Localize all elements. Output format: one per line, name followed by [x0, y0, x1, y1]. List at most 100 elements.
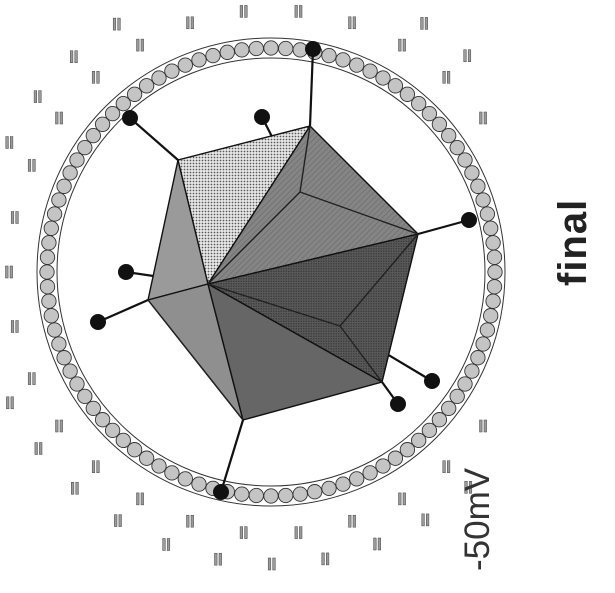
lipid-bead [235, 43, 249, 57]
lipid-bead [450, 389, 464, 403]
charge-mark [322, 553, 329, 565]
charge-mark [92, 461, 99, 473]
lipid-bead [308, 485, 322, 499]
lipid-bead [165, 466, 179, 480]
lipid-bead [487, 250, 501, 264]
lipid-bead [486, 236, 500, 250]
charge-mark [137, 493, 144, 505]
lipid-bead [322, 481, 336, 495]
lipid-bead [388, 451, 402, 465]
lipid-bead [57, 351, 71, 365]
ligand-head-icon [90, 314, 106, 330]
lipid-bead [165, 64, 179, 78]
lipid-bead [376, 71, 390, 85]
lipid-bead [279, 41, 293, 55]
lipid-bead [63, 364, 77, 378]
charge-mark [399, 39, 406, 51]
charge-mark [349, 17, 356, 29]
stage-label: final [551, 199, 596, 286]
lipid-bead [70, 153, 84, 167]
ligand-head-icon [424, 373, 440, 389]
lipid-bead [47, 207, 61, 221]
charge-mark [137, 39, 144, 51]
charge-mark [163, 539, 170, 551]
ligand-head-icon [122, 110, 138, 126]
charge-mark [422, 514, 429, 526]
charge-mark [28, 373, 35, 385]
lipid-bead [442, 128, 456, 142]
lipid-bead [488, 265, 502, 279]
charge-mark [295, 5, 302, 17]
lipid-bead [40, 250, 54, 264]
lipid-bead [127, 87, 141, 101]
lipid-bead [57, 179, 71, 193]
charge-mark [443, 71, 450, 83]
lipid-bead [476, 193, 490, 207]
lipid-bead [63, 166, 77, 180]
charge-mark [71, 482, 78, 494]
lipid-bead [487, 280, 501, 294]
charge-mark [480, 420, 487, 432]
charge-mark [421, 17, 428, 29]
ligand-head-icon [461, 212, 477, 228]
charge-mark [114, 515, 121, 527]
lipid-bead [52, 337, 66, 351]
lipid-bead [264, 41, 278, 55]
lipid-bead [70, 377, 84, 391]
charge-mark [28, 159, 35, 171]
charge-mark [11, 321, 18, 333]
charge-mark [56, 420, 63, 432]
charge-mark [240, 527, 247, 539]
lipid-bead [249, 41, 263, 55]
lipid-bead [178, 472, 192, 486]
ligand-head-icon [390, 396, 406, 412]
lipid-bead [86, 401, 100, 415]
lipid-bead [47, 323, 61, 337]
lipid-bead [471, 179, 485, 193]
lipid-bead [178, 58, 192, 72]
lipid-bead [471, 351, 485, 365]
charge-mark [215, 553, 222, 565]
charge-mark [56, 112, 63, 124]
lipid-bead [44, 309, 58, 323]
lipid-bead [322, 48, 336, 62]
lipid-bead [249, 488, 263, 502]
lipid-bead [363, 64, 377, 78]
charge-mark [187, 515, 194, 527]
charge-mark [268, 558, 275, 570]
charge-mark [35, 443, 42, 455]
charge-mark [113, 18, 120, 30]
lipid-bead [350, 58, 364, 72]
charge-mark [443, 461, 450, 473]
lipid-bead [476, 337, 490, 351]
lipid-bead [264, 489, 278, 503]
potential-label: -50mV [458, 468, 498, 571]
charge-mark [399, 493, 406, 505]
lipid-bead [152, 71, 166, 85]
lipid-bead [458, 153, 472, 167]
lipid-bead [44, 221, 58, 235]
lipid-bead [139, 451, 153, 465]
charge-mark [6, 137, 13, 149]
lipid-bead [42, 294, 56, 308]
lipid-bead [484, 309, 498, 323]
lipid-bead [192, 53, 206, 67]
charge-mark [464, 50, 471, 62]
lipid-bead [486, 294, 500, 308]
ligand-head-icon [118, 264, 134, 280]
lipid-bead [484, 221, 498, 235]
lipid-bead [139, 79, 153, 93]
lipid-bead [480, 323, 494, 337]
charge-mark [70, 51, 77, 63]
lipid-bead [336, 53, 350, 67]
charge-mark [6, 397, 13, 409]
lipid-bead [363, 466, 377, 480]
lipid-bead [40, 265, 54, 279]
lipid-bead [279, 488, 293, 502]
ligand-head-icon [254, 109, 270, 125]
charge-mark [187, 17, 194, 29]
lipid-bead [206, 48, 220, 62]
lipid-bead [336, 477, 350, 491]
lipid-bead [293, 487, 307, 501]
charge-mark [6, 266, 13, 278]
